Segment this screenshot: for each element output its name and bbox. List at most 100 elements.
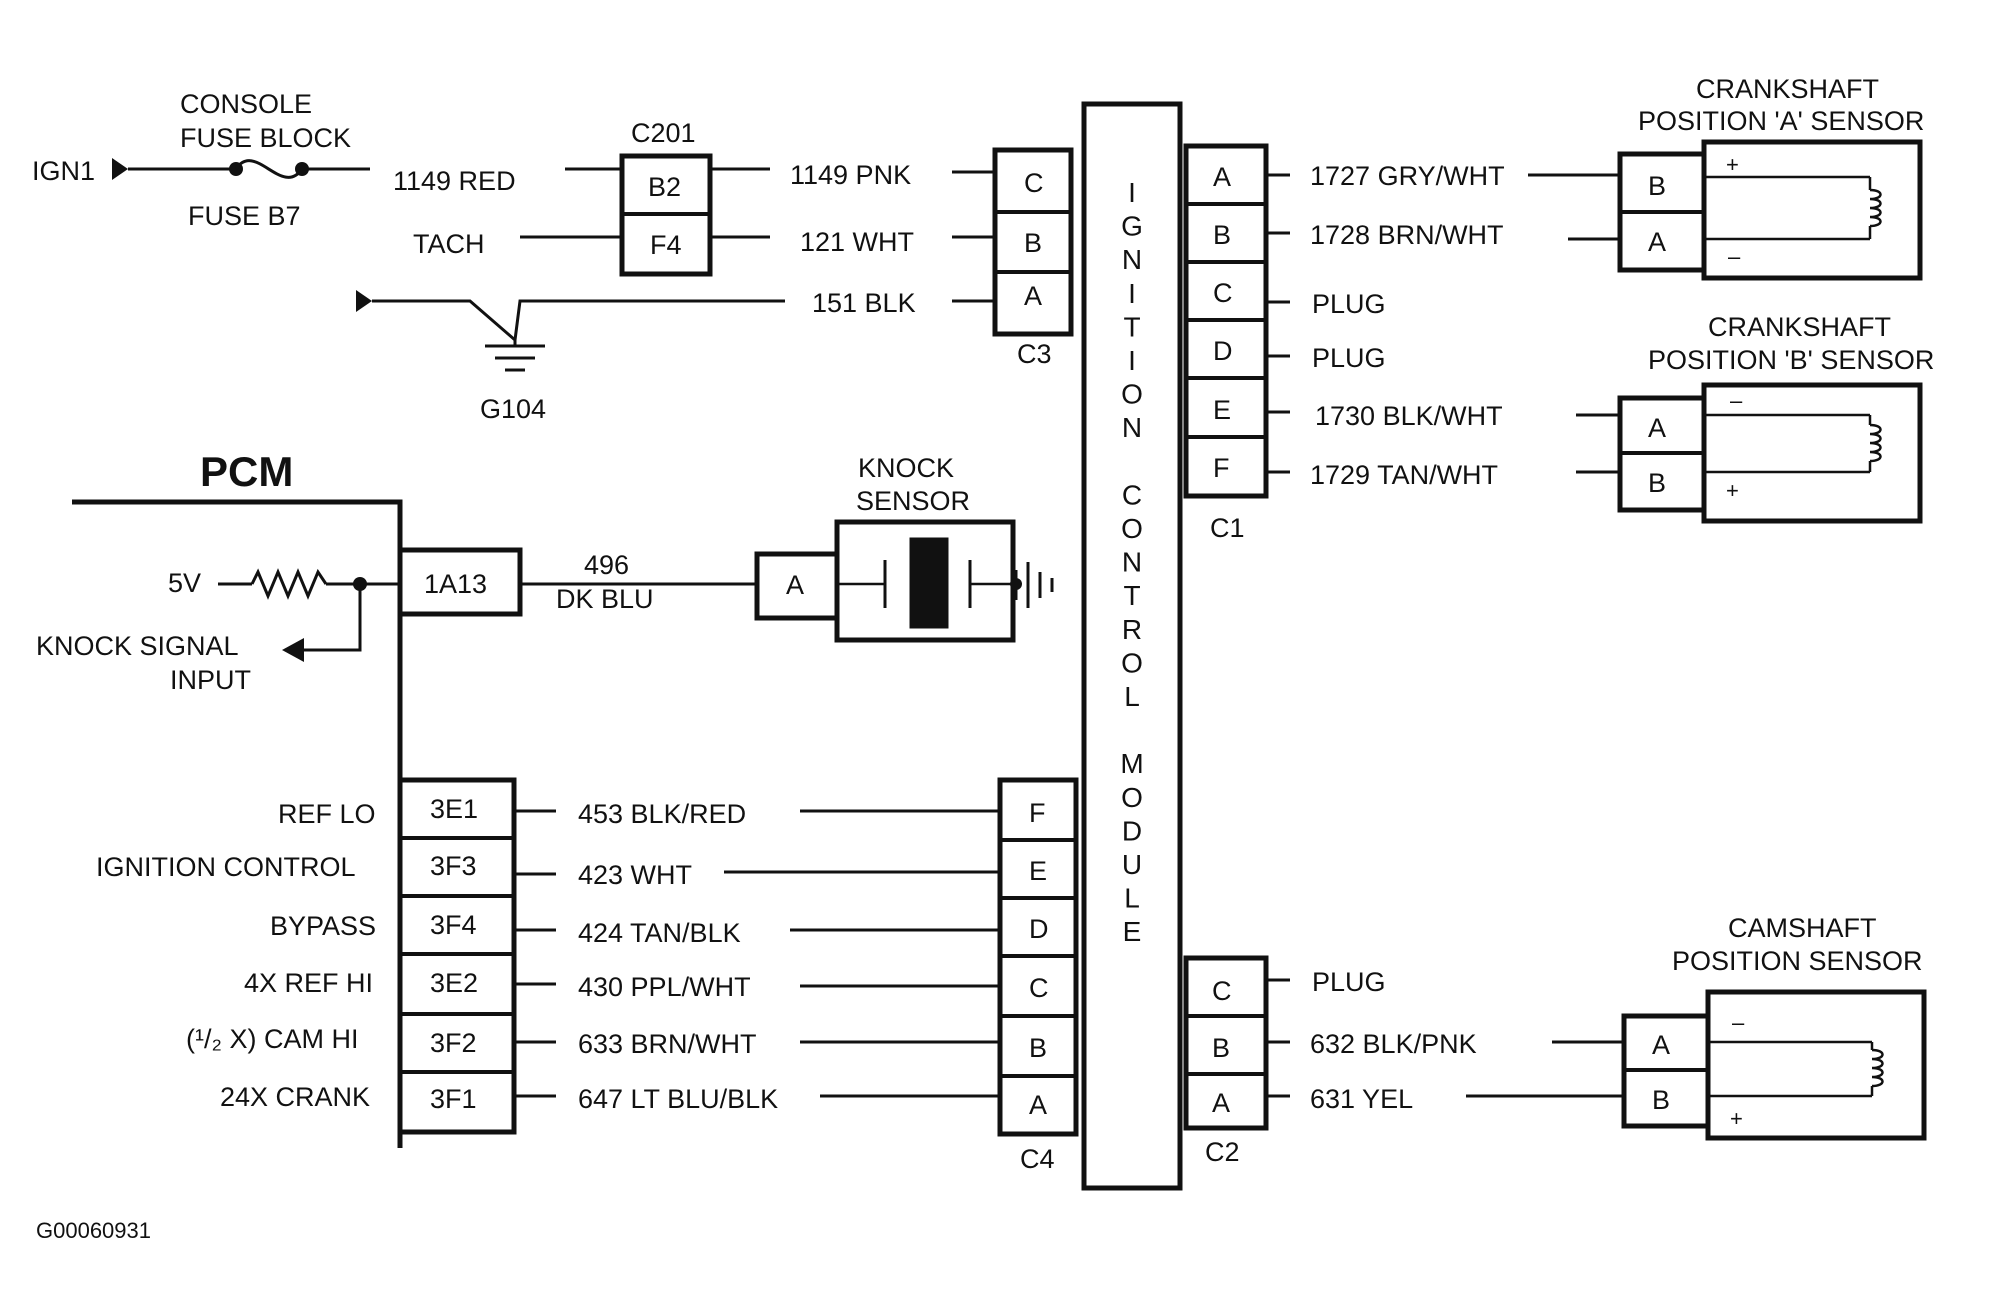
- c1-pin-e: E: [1213, 395, 1231, 425]
- module-title-letter: L: [1124, 883, 1140, 914]
- module-title-letter: L: [1124, 681, 1140, 712]
- crankshaft-b-sensor: CRANKSHAFT POSITION 'B' SENSOR A B – +: [1617, 312, 1934, 524]
- pcm-label-24x-crank: 24X CRANK: [220, 1082, 370, 1112]
- crankshaft-a-sensor: CRANKSHAFT POSITION 'A' SENSOR B A + –: [1617, 74, 1924, 281]
- pcm-pin-3f3: 3F3: [430, 851, 477, 881]
- connector-c4: F E D C B A C4 453 BLK/RED 423 WHT 424 T…: [514, 777, 1079, 1174]
- pcm-pin-1a13: 1A13: [424, 569, 487, 599]
- c4-pin-c: C: [1029, 973, 1049, 1003]
- connector-c1: A B C D E F C1 1727 GRY/WHT 1728 BRN/WHT…: [1183, 143, 1620, 543]
- module-title-letter: D: [1122, 815, 1142, 846]
- pcm-pin-3e2: 3E2: [430, 968, 478, 998]
- module-title-letter: E: [1123, 916, 1142, 947]
- ground-label: G104: [480, 394, 546, 424]
- module-title-letter: M: [1120, 748, 1143, 779]
- module-title-letter: I: [1128, 278, 1136, 309]
- module-title-letter: R: [1122, 614, 1142, 645]
- c2-pin-a: A: [1212, 1088, 1230, 1118]
- module-title-letter: I: [1128, 177, 1136, 208]
- c1-label: C1: [1210, 513, 1245, 543]
- knock-title-1: KNOCK: [858, 453, 954, 483]
- sensor-b-polarity-plus: +: [1726, 478, 1739, 503]
- module-title-letter: O: [1121, 379, 1143, 410]
- sensor-b-pin-b: B: [1648, 468, 1666, 498]
- knock-wire-number: 496: [584, 550, 629, 580]
- c3-wire-b: 121 WHT: [800, 227, 914, 257]
- sensor-a-polarity-minus: –: [1728, 244, 1741, 269]
- pcm-title: PCM: [200, 448, 293, 495]
- c1-pin-b: B: [1213, 220, 1231, 250]
- module-title-letter: O: [1121, 647, 1143, 678]
- c2-wire-b: 632 BLK/PNK: [1310, 1029, 1477, 1059]
- camshaft-polarity-plus: +: [1730, 1106, 1743, 1131]
- ground-arrow-icon: [356, 290, 372, 312]
- sensor-b-title-2: POSITION 'B' SENSOR: [1648, 345, 1934, 375]
- camshaft-title-2: POSITION SENSOR: [1672, 946, 1923, 976]
- c3-wire-c: 1149 PNK: [790, 160, 911, 190]
- c1-wire-b: 1728 BRN/WHT: [1310, 220, 1504, 250]
- sensor-b-pin-a: A: [1648, 413, 1666, 443]
- sensor-a-title-1: CRANKSHAFT: [1696, 74, 1879, 104]
- pcm-label-bypass: BYPASS: [270, 911, 376, 941]
- ign1-arrow: [112, 158, 128, 180]
- c4-pin-f: F: [1029, 798, 1046, 828]
- sensor-a-polarity-plus: +: [1726, 152, 1739, 177]
- pcm-label-ignition-control: IGNITION CONTROL: [96, 852, 356, 882]
- pcm-pin-3e1: 3E1: [430, 794, 478, 824]
- camshaft-sensor: CAMSHAFT POSITION SENSOR A B – +: [1621, 913, 1927, 1141]
- c2-wire-c: PLUG: [1312, 967, 1386, 997]
- c2-label: C2: [1205, 1137, 1240, 1167]
- c1-wire-c: PLUG: [1312, 289, 1386, 319]
- c4-pin-b: B: [1029, 1033, 1047, 1063]
- sensor-a-coil-icon: [1869, 188, 1882, 228]
- camshaft-polarity-minus: –: [1732, 1010, 1745, 1035]
- c2-pin-c: C: [1212, 976, 1232, 1006]
- camshaft-pin-a: A: [1652, 1030, 1670, 1060]
- sensor-b-polarity-minus: –: [1730, 388, 1743, 413]
- c4-pin-d: D: [1029, 914, 1049, 944]
- tach-label: TACH: [413, 229, 485, 259]
- resistor-icon: [250, 568, 328, 600]
- module-title-letter: G: [1121, 211, 1143, 242]
- pcm-pin-3f2: 3F2: [430, 1028, 477, 1058]
- module-title-letter: O: [1121, 513, 1143, 544]
- module-title-letter: T: [1123, 580, 1140, 611]
- c3-label: C3: [1017, 339, 1052, 369]
- c1-pin-d: D: [1213, 336, 1233, 366]
- figure-id: G00060931: [36, 1218, 151, 1243]
- c4-wire-c: 430 PPL/WHT: [578, 972, 751, 1002]
- c3-pin-b: B: [1024, 228, 1042, 258]
- c201-label: C201: [631, 118, 696, 148]
- fuse-icon: [234, 159, 304, 179]
- knock-sensor: KNOCK SENSOR A: [754, 453, 1054, 643]
- c1-pin-f: F: [1213, 453, 1230, 483]
- knock-signal-label-2: INPUT: [170, 665, 251, 695]
- pcm-pin-3f4: 3F4: [430, 910, 477, 940]
- c1-wire-a: 1727 GRY/WHT: [1310, 161, 1505, 191]
- c2-pin-b: B: [1212, 1033, 1230, 1063]
- knock-crystal-icon: [909, 537, 949, 629]
- knock-signal-label-1: KNOCK SIGNAL: [36, 631, 239, 661]
- fuse-block-label-2: FUSE BLOCK: [180, 123, 351, 153]
- module-title-letter: I: [1128, 345, 1136, 376]
- ground-g104: G104: [356, 290, 785, 424]
- camshaft-coil-icon: [1871, 1048, 1884, 1088]
- c4-wire-a: 647 LT BLU/BLK: [578, 1084, 778, 1114]
- c4-label: C4: [1020, 1144, 1055, 1174]
- camshaft-pin-b: B: [1652, 1085, 1670, 1115]
- pcm-5v-label: 5V: [168, 568, 201, 598]
- c2-wire-a: 631 YEL: [1310, 1084, 1413, 1114]
- pcm-label-cam-hi: (¹/₂ X) CAM HI: [186, 1024, 358, 1054]
- sensor-b-title-1: CRANKSHAFT: [1708, 312, 1891, 342]
- ign-wire-label: 1149 RED: [393, 166, 516, 196]
- c201-pin-f4: F4: [650, 230, 682, 260]
- c201-pin-b2: B2: [648, 172, 681, 202]
- connector-c2: C B A C2 PLUG 632 BLK/PNK 631 YEL: [1183, 955, 1624, 1167]
- pcm-label-ref-lo: REF LO: [278, 799, 376, 829]
- module-title-letter: C: [1122, 479, 1142, 510]
- connector-c3: 1149 PNK 121 WHT 151 BLK C B A C3: [790, 147, 1074, 369]
- c4-wire-d: 424 TAN/BLK: [578, 918, 741, 948]
- c1-pin-a: A: [1213, 162, 1231, 192]
